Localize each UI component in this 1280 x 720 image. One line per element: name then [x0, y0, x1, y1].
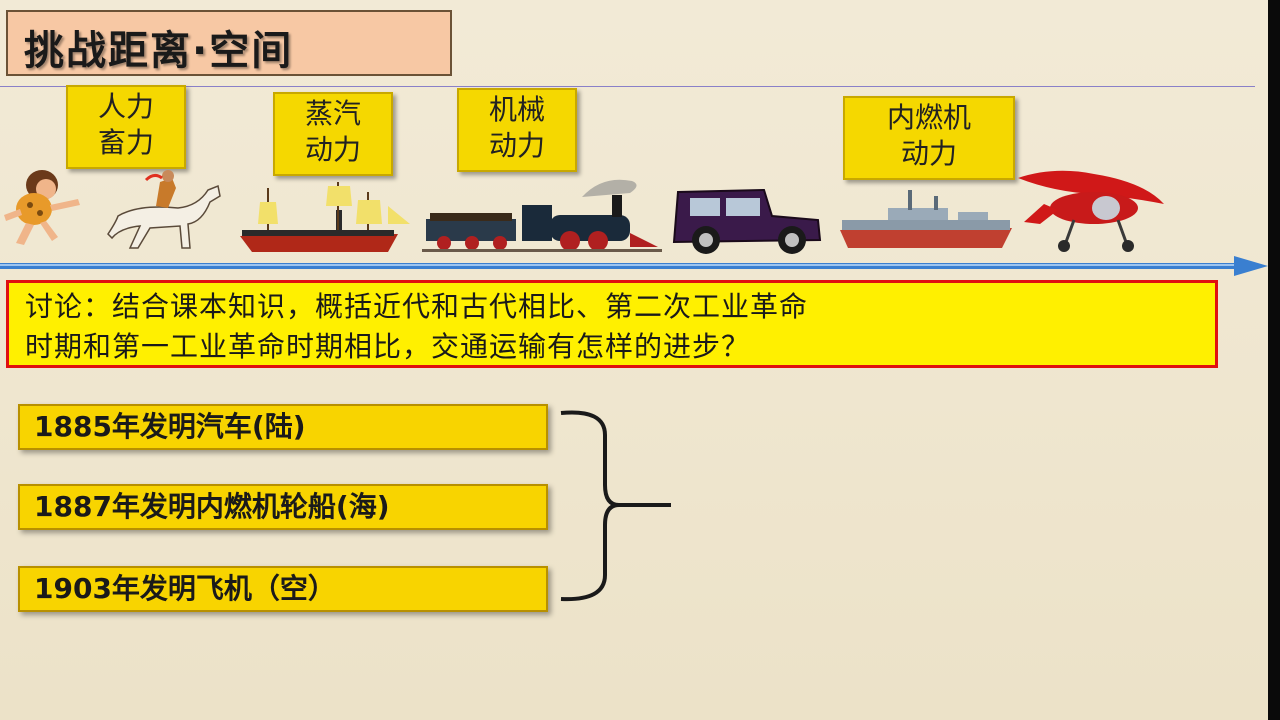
label-combustion-power: 内燃机 动力 [843, 96, 1015, 180]
caveman-icon [4, 170, 80, 245]
curly-brace [560, 410, 671, 602]
steam-train-icon [422, 179, 662, 252]
horse-rider-icon [107, 170, 221, 249]
discussion-box: 讨论：结合课本知识，概括近代和古代相比、第二次工业革命 时期和第一工业革命时期相… [6, 280, 1218, 368]
airplane-icon [1018, 170, 1164, 252]
fact-car: 1885年发明汽车(陆) [18, 404, 548, 450]
label-line: 畜力 [97, 126, 154, 159]
fact-airplane: 1903年发明飞机（空） [18, 566, 548, 612]
fact-ship: 1887年发明内燃机轮船(海) [18, 484, 548, 530]
title-box: 挑战距离·空间 [6, 10, 452, 76]
label-line: 机械 [488, 93, 545, 126]
label-line: 动力 [488, 129, 545, 162]
label-line: 蒸汽 [304, 97, 361, 130]
label-mechanical-power: 机械 动力 [457, 88, 577, 172]
battleship-icon [840, 190, 1012, 248]
label-human-animal-power: 人力 畜力 [66, 85, 186, 169]
page-title: 挑战距离·空间 [24, 28, 294, 74]
label-line: 动力 [900, 137, 957, 170]
label-steam-power: 蒸汽 动力 [273, 92, 393, 176]
label-line: 动力 [304, 133, 361, 166]
timeline-arrow [0, 256, 1268, 276]
label-line: 人力 [97, 90, 154, 123]
label-line: 内燃机 [886, 101, 971, 134]
sailing-ship-icon [240, 182, 410, 252]
divider-line [0, 86, 1255, 87]
discussion-line: 时期和第一工业革命时期相比，交通运输有怎样的进步？ [25, 330, 751, 363]
vintage-car-icon [672, 188, 822, 254]
discussion-line: 讨论：结合课本知识，概括近代和古代相比、第二次工业革命 [25, 290, 809, 323]
